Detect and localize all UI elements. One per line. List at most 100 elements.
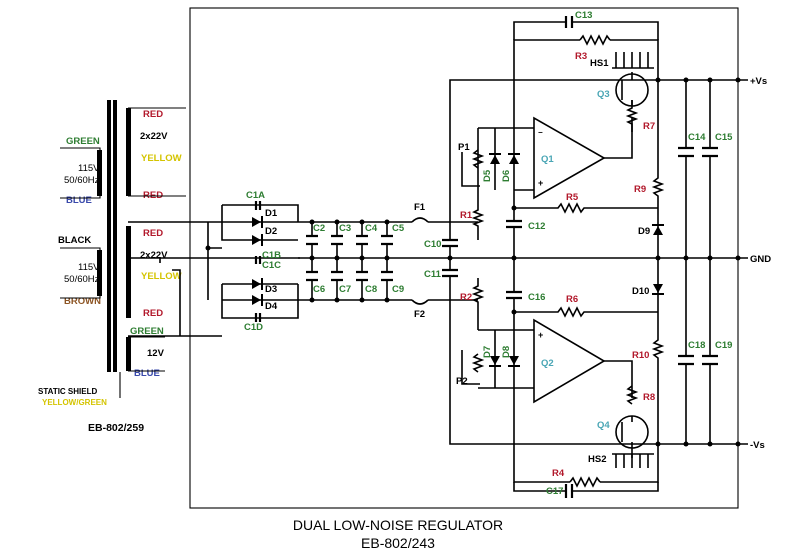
resistor-r9 [651,80,665,215]
label-r1: R1 [460,210,473,221]
primary1-core [97,150,102,196]
label-c1b: C1B [262,250,281,261]
label-f2: F2 [414,309,425,320]
label-q4: Q4 [597,420,610,431]
cap-c1bc [254,256,262,264]
label-c1a: C1A [246,190,265,201]
label-r5: R5 [566,192,579,203]
output-gnd: GND [750,254,771,265]
wire-sec-yellow [172,269,181,336]
label-p1: P1 [458,142,470,153]
resistor-r8 [625,385,639,405]
label-c14: C14 [688,132,706,143]
label-q1: Q1 [541,154,554,165]
transformer-board: GREEN 115V 50/60Hz BLUE BLACK 115V 50/60… [38,100,186,434]
cap-c17 [564,484,574,498]
secondary2-voltage: 2x22V [140,250,168,261]
label-d10: D10 [632,286,649,297]
label-r6: R6 [566,294,578,305]
label-c9: C9 [392,284,404,295]
c18-c19-leads [685,258,711,444]
label-c1d: C1D [244,322,263,333]
diode-d7-bar [489,365,501,367]
fuse-f2 [411,299,429,305]
regulator-board: C1A D1 D2 C1B C1C D3 D4 C1D C2 C3 C4 C5 … [128,7,739,509]
middle-color: BLACK [58,235,91,246]
label-d3: D3 [265,284,277,295]
diode-d2-bar [261,234,263,246]
label-c19: C19 [715,340,732,351]
label-c6: C6 [313,284,325,295]
diagram-title: DUAL LOW-NOISE REGULATOR [293,517,503,533]
diode-d2-symbol [252,235,261,245]
primary1-frequency: 50/60Hz [64,175,100,186]
bridge-left-bus [207,222,222,300]
label-hs2: HS2 [588,454,606,465]
cap-c12 [506,219,522,229]
secondary1-leads [128,107,186,197]
q1-plus: + [538,178,543,188]
label-d8: D8 [501,346,512,358]
label-c4: C4 [365,223,378,234]
label-r3: R3 [575,51,587,62]
heatsink-hs1 [612,52,654,69]
label-c13: C13 [575,10,592,21]
cap-c16 [506,290,522,300]
primary2-winding [60,247,101,299]
aux-core [126,337,131,371]
diode-d1-bar [261,216,263,228]
secondary1-top-color: RED [143,109,163,120]
pot-p1 [471,149,485,169]
p2-frame [461,350,480,385]
aux-voltage: 12V [147,348,165,359]
label-c7: C7 [339,284,351,295]
label-hs1: HS1 [590,58,609,69]
bridge-top-box [221,204,299,241]
c13-leads [513,21,659,40]
wire-sec-ct [128,257,300,263]
primary2-core [97,250,102,296]
c17-leads [513,482,659,492]
opamp-q2 [533,318,606,404]
primary1-bottom-color: BLUE [66,195,92,206]
label-d7: D7 [482,346,493,358]
resistor-r5 [514,202,658,214]
output-terminals: +Vs GND -Vs [735,76,771,451]
label-c5: C5 [392,223,405,234]
diode-d8-bar [508,365,520,367]
opamp-q1 [533,116,606,200]
secondary2-bottom-color: RED [143,308,163,319]
resistor-r3 [579,34,611,46]
positive-bus [449,79,738,222]
label-c15: C15 [715,132,733,143]
diode-d5-bar [489,153,501,155]
aux-leads [128,336,165,372]
q4-terminals [621,416,633,458]
junction-dots [205,77,713,447]
label-c1c: C1C [262,260,281,271]
secondary2-top-color: RED [143,228,163,239]
label-q2: Q2 [541,358,554,369]
q2-plus: + [538,330,543,340]
resistor-r1 [471,200,485,240]
secondary1-center: YELLOW [141,153,182,164]
label-c17: C17 [546,486,563,497]
primary2-frequency: 50/60Hz [64,274,100,285]
diode-d6-bar [508,153,520,155]
cap-c18-c19 [678,354,718,366]
filter-caps-bottom [306,258,393,300]
aux-top-color: GREEN [130,326,164,337]
diode-d8-symbol [509,356,519,365]
output-neg: -Vs [750,440,765,451]
label-r9: R9 [634,184,646,195]
diode-d6-symbol [509,155,519,164]
label-c8: C8 [365,284,377,295]
label-c16: C16 [528,292,545,303]
shield-label-1: STATIC SHIELD [38,387,97,396]
aux-bottom-color: BLUE [134,368,160,379]
transformer-core-left [107,100,111,372]
primary2-voltage: 115V [78,262,100,273]
resistor-r6 [514,306,658,318]
primary1-voltage: 115V [78,163,100,174]
label-q3: Q3 [597,89,610,100]
